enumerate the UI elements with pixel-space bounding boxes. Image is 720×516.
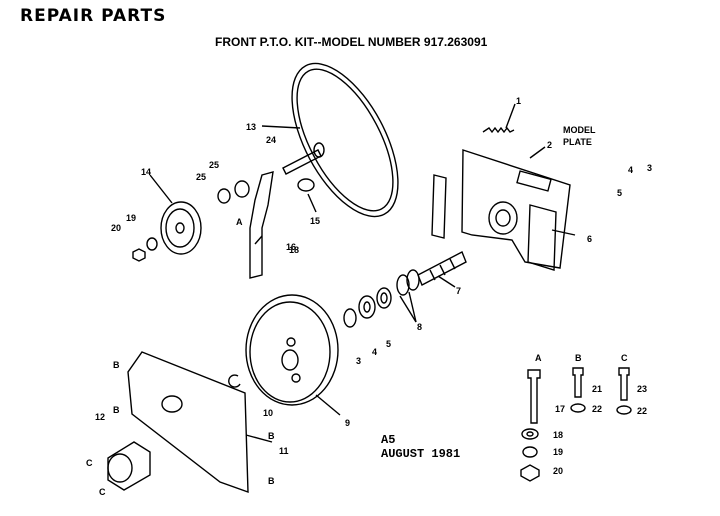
stamp-date: AUGUST 1981 (381, 447, 461, 461)
legend-col-c: C (621, 353, 628, 363)
callout-20b: 20 (111, 223, 121, 233)
letter-callouts: A B B B B C C (86, 217, 275, 497)
callout-12: 12 (95, 412, 105, 422)
callout-24: 24 (266, 135, 276, 145)
housing-part (107, 441, 151, 491)
callout-13: 13 (246, 122, 256, 132)
callout-10: 10 (263, 408, 273, 418)
belt-part (291, 62, 399, 218)
callout-2: 2 (547, 140, 552, 150)
bearing-part (406, 269, 420, 291)
callout-4b: 4 (372, 347, 377, 357)
legend-col-a: A (535, 353, 542, 363)
shaft-part (417, 251, 467, 286)
callout-19: 19 (553, 447, 563, 457)
callout-18: 18 (553, 430, 563, 440)
letter-callout-b1: B (113, 360, 120, 370)
letter-callout-b2: B (113, 405, 120, 415)
callout-17: 17 (555, 404, 565, 414)
callout-5b: 5 (386, 339, 391, 349)
bolt-c-icon (618, 367, 630, 401)
bolt-b-icon (572, 367, 584, 398)
callout-20: 20 (553, 466, 563, 476)
callout-22b: 22 (637, 406, 647, 416)
pulley-large-part (245, 294, 339, 406)
stamp-code: A5 (381, 433, 396, 447)
letter-callout-c2: C (99, 487, 106, 497)
callout-15: 15 (310, 216, 320, 226)
callout-25a: 25 (209, 160, 219, 170)
page-subtitle: FRONT P.T.O. KIT--MODEL NUMBER 917.26309… (215, 35, 488, 49)
callout-4: 4 (628, 165, 633, 175)
letter-callout-c1: C (86, 458, 93, 468)
callout-3b: 3 (356, 356, 361, 366)
callout-3: 3 (647, 163, 652, 173)
model-plate-label-2: PLATE (563, 137, 592, 147)
callout-16: 16 (286, 242, 296, 252)
callout-6: 6 (587, 234, 592, 244)
bracket-plate-part (461, 149, 571, 269)
callout-1: 1 (516, 96, 521, 106)
page-title: REPAIR PARTS (20, 6, 167, 26)
callout-5: 5 (617, 188, 622, 198)
callout-14: 14 (141, 167, 151, 177)
callout-25b: 25 (196, 172, 206, 182)
letter-callout-b4: B (268, 476, 275, 486)
callout-22: 22 (592, 404, 602, 414)
bolt-a-icon (527, 369, 541, 424)
callout-18b: 18 (289, 245, 299, 255)
callout-11: 11 (279, 446, 289, 456)
guard-plate-part (127, 351, 249, 494)
letter-callout-b3: B (268, 431, 275, 441)
callout-23: 23 (637, 384, 647, 394)
idler-arm-part (249, 171, 274, 279)
letter-callout-a: A (236, 217, 243, 227)
callout-7: 7 (456, 286, 461, 296)
callout-8: 8 (417, 322, 422, 332)
model-plate-label-1: MODEL (563, 125, 596, 135)
callout-9: 9 (345, 418, 350, 428)
legend-col-b: B (575, 353, 582, 363)
part-callouts: 1 2 3 4 5 6 7 8 3 4 5 9 10 11 12 13 14 1… (95, 96, 652, 476)
pulley-idler-part (160, 201, 202, 255)
callout-19b: 19 (126, 213, 136, 223)
callout-21: 21 (592, 384, 602, 394)
spring-part (482, 126, 515, 134)
